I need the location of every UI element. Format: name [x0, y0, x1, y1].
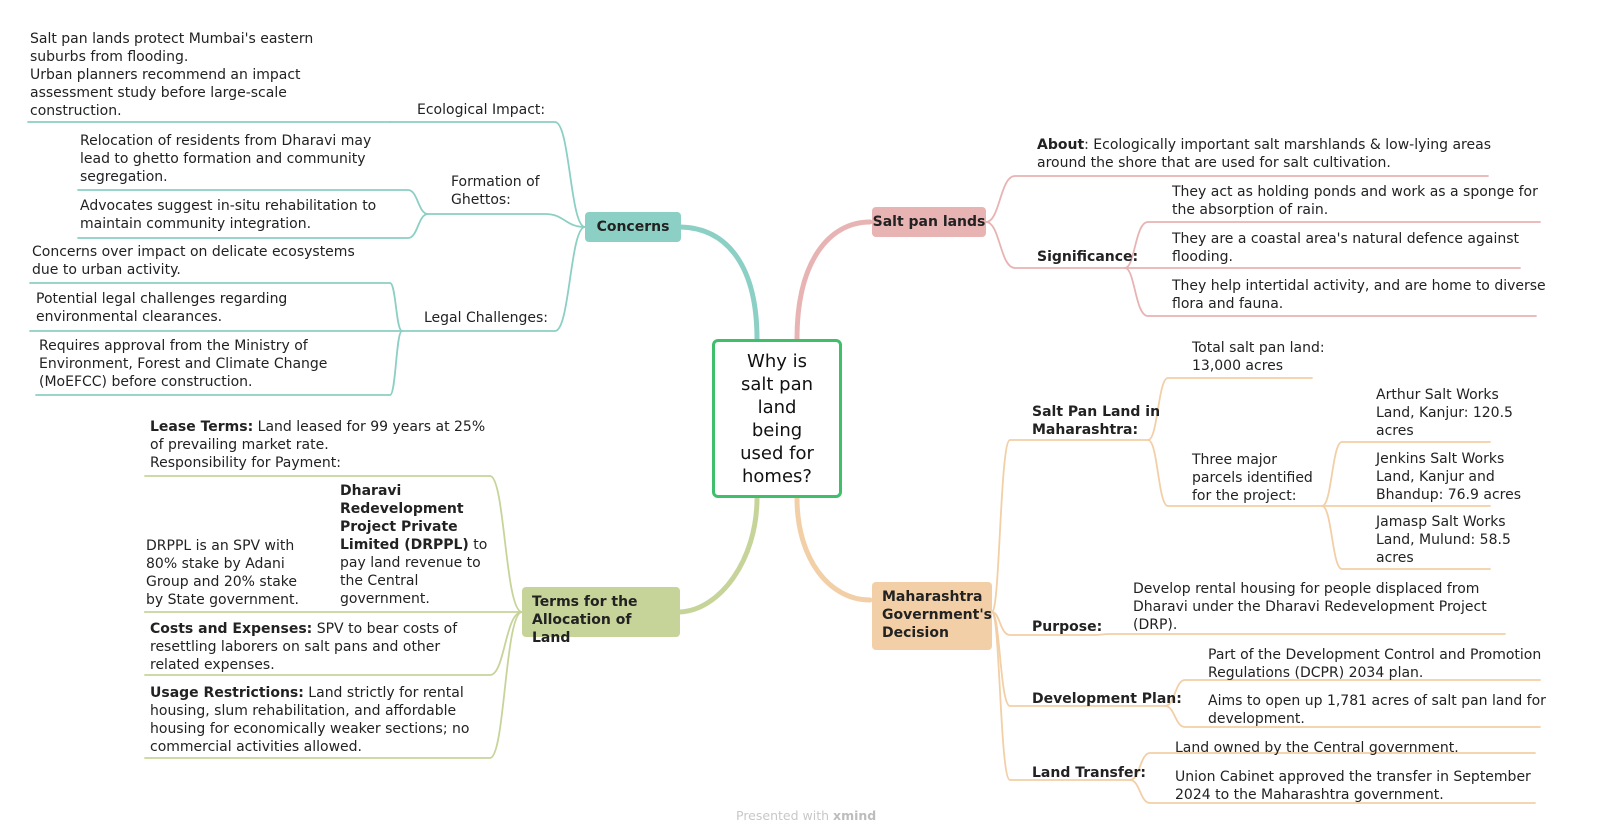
about-body: : Ecologically important salt marshlands…	[1037, 137, 1491, 171]
topic-salt-pan-label: Salt pan lands	[872, 214, 986, 230]
xmind-watermark: Presented with xmind	[736, 808, 876, 823]
responsibility-label: Responsibility for Payment:	[150, 455, 342, 471]
significance-item: They help intertidal activity, and are h…	[1172, 278, 1546, 312]
central-topic-text: Why is salt pan land being used for home…	[740, 350, 814, 487]
costs-text: SPV to bear costs of resettling laborers…	[150, 621, 458, 673]
salt-pan-maharashtra-label: Salt Pan Land in Maharashtra:	[1032, 404, 1161, 438]
legal-item: Concerns over impact on delicate ecosyst…	[32, 244, 355, 278]
lease-terms: Lease Terms: Land leased for 99 years at…	[150, 418, 490, 472]
significance-item: They are a coastal area's natural defenc…	[1172, 231, 1520, 265]
purpose-label: Purpose:	[1032, 619, 1103, 635]
topic-terms-label: Terms for the Allocation of Land	[532, 594, 638, 646]
costs-label: Costs and Expenses:	[150, 621, 313, 637]
topic-maharashtra-label: Maharashtra Government's Decision	[882, 589, 992, 641]
lease-terms-label: Lease Terms:	[150, 419, 254, 435]
lease-terms-text: Land leased for 99 years at 25% of preva…	[150, 419, 486, 453]
spv-note: DRPPL is an SPV with 80% stake by Adani …	[146, 538, 299, 608]
purpose-text: Develop rental housing for people displa…	[1133, 581, 1487, 633]
drppl-text: Dharavi Redevelopment Project Private Li…	[340, 482, 490, 608]
footer-brand: xmind	[833, 808, 877, 823]
ghettos-item: Relocation of residents from Dharavi may…	[80, 133, 372, 185]
usage-label: Usage Restrictions:	[150, 685, 304, 701]
parcels-label: Three major parcels identified for the p…	[1192, 452, 1313, 504]
ghettos-item: Advocates suggest in-situ rehabilitation…	[80, 198, 377, 232]
devplan-item: Part of the Development Control and Prom…	[1208, 647, 1542, 681]
topic-concerns[interactable]: Concerns	[585, 212, 681, 242]
transfer-item: Union Cabinet approved the transfer in S…	[1175, 769, 1531, 803]
total-salt-pan: Total salt pan land: 13,000 acres	[1192, 340, 1325, 374]
formation-ghettos-label: Formation of Ghettos:	[451, 174, 540, 208]
parcel-item: Jenkins Salt Works Land, Kanjur and Bhan…	[1376, 451, 1521, 503]
transfer-item: Land owned by the Central government.	[1175, 740, 1459, 756]
topic-concerns-label: Concerns	[596, 219, 670, 235]
ecological-impact-label: Ecological Impact:	[417, 102, 546, 118]
costs-expenses: Costs and Expenses: SPV to bear costs of…	[150, 620, 480, 674]
central-topic[interactable]: Why is salt pan land being used for home…	[712, 339, 842, 498]
legal-item: Requires approval from the Ministry of E…	[39, 338, 328, 390]
land-transfer-label: Land Transfer:	[1032, 765, 1146, 781]
about-text: About: Ecologically important salt marsh…	[1037, 136, 1507, 172]
about-label: About	[1037, 137, 1085, 153]
significance-label: Significance:	[1037, 249, 1139, 265]
drppl-name: Dharavi Redevelopment Project Private Li…	[340, 483, 469, 553]
footer-prefix: Presented with	[736, 808, 833, 823]
usage-restrictions: Usage Restrictions: Land strictly for re…	[150, 684, 490, 756]
legal-item: Potential legal challenges regarding env…	[36, 291, 288, 325]
devplan-item: Aims to open up 1,781 acres of salt pan …	[1208, 693, 1546, 727]
topic-salt-pan[interactable]: Salt pan lands	[872, 207, 986, 237]
drppl-duty: to pay land revenue to the Central gover…	[340, 537, 488, 607]
topic-maharashtra[interactable]: Maharashtra Government's Decision	[872, 582, 992, 650]
topic-terms[interactable]: Terms for the Allocation of Land	[522, 587, 680, 646]
parcel-item: Jamasp Salt Works Land, Mulund: 58.5 acr…	[1376, 514, 1511, 566]
significance-item: They act as holding ponds and work as a …	[1172, 184, 1538, 218]
usage-text: Land strictly for rental housing, slum r…	[150, 685, 470, 755]
ecological-impact-text: Salt pan lands protect Mumbai's eastern …	[30, 31, 314, 119]
legal-challenges-label: Legal Challenges:	[424, 310, 548, 326]
development-plan-label: Development Plan:	[1032, 691, 1182, 707]
parcel-item: Arthur Salt Works Land, Kanjur: 120.5 ac…	[1376, 387, 1513, 439]
